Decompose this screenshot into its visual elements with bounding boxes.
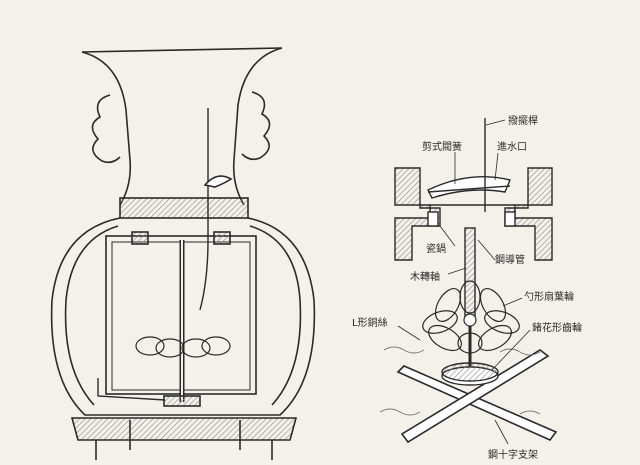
label-inlet: 進水口 — [497, 141, 527, 153]
vase-spoon-blades — [135, 336, 231, 358]
label-copper-cross-frame: 鋼十字支架 — [488, 448, 538, 461]
vase-body-inner — [64, 225, 119, 406]
vase-cross-section — [50, 47, 316, 460]
vase-base — [70, 417, 298, 441]
detail-cross-frame — [396, 349, 558, 444]
vase-neck-left — [81, 51, 132, 206]
vase-l-wire — [97, 378, 166, 401]
leader-lines — [397, 119, 531, 445]
label-scissor-valve: 剪式閥簧 — [422, 140, 462, 153]
label-glass-tube: 鋼導管 — [495, 253, 525, 266]
label-spoon-blade-wheel: 勺形扇葉輪 — [524, 290, 574, 303]
labels: 撥擺桿 剪式閥簧 進水口 瓷鍋 鋼導管 木轉軸 勺形扇葉輪 L形銅絲 鍺花形齒輪… — [352, 114, 582, 461]
detail-wood-shaft — [464, 227, 476, 321]
vase-handle-left — [91, 94, 121, 164]
detail-gear — [441, 362, 499, 386]
vase-gear — [163, 395, 201, 407]
label-ceramic-pot: 瓷鍋 — [426, 242, 446, 255]
vase-rim — [81, 47, 283, 53]
label-rod: 撥擺桿 — [508, 114, 538, 127]
vase-body-outer — [50, 217, 316, 416]
vase-inlet-tube — [199, 108, 209, 311]
label-l-copper-wire: L形銅絲 — [352, 316, 388, 329]
vase-neck-right — [232, 47, 283, 206]
shoulder-plate — [119, 197, 249, 219]
label-gear-wheel: 鍺花形齒輪 — [532, 321, 582, 334]
vase-handle-right — [241, 91, 271, 161]
label-wood-shaft: 木轉軸 — [410, 270, 440, 283]
mechanism-detail — [379, 118, 558, 444]
